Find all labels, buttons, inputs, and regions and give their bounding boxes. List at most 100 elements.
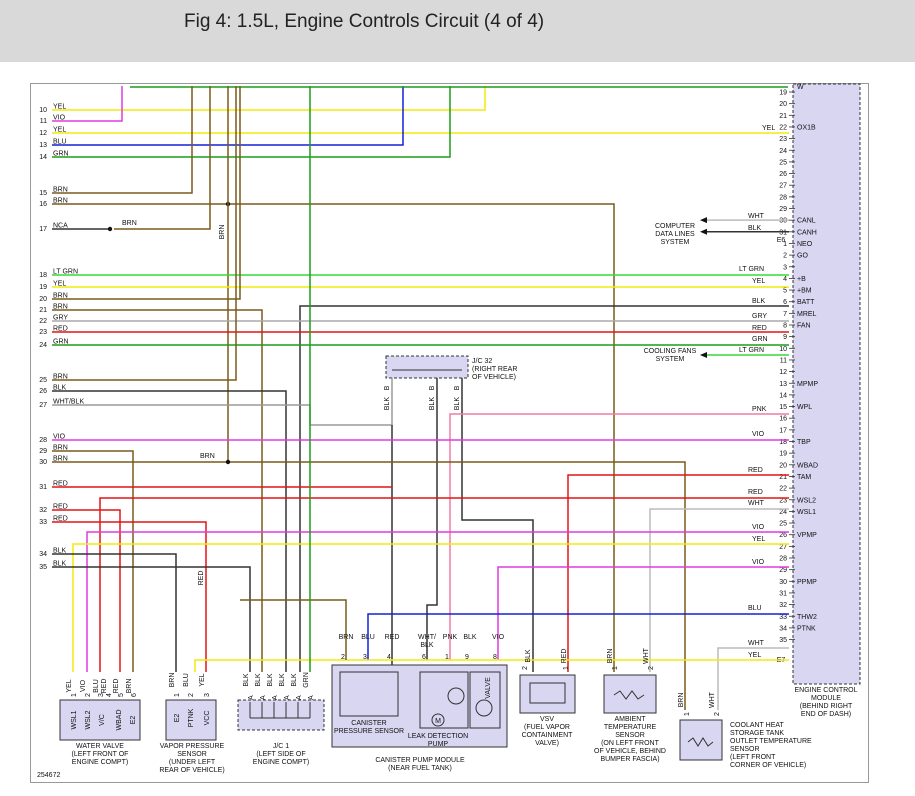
ambient-label: TEMPERATURE	[604, 724, 657, 731]
ecm-pin-number: 26	[779, 532, 787, 539]
wire-mpmp	[449, 413, 789, 660]
wire-label: YEL	[762, 125, 775, 132]
left-wire-label: BRN	[53, 456, 68, 463]
ecm-pin-number: 20	[779, 101, 787, 108]
ecm-pin-number: 13	[779, 381, 787, 388]
ecm-pin-number: 31	[779, 229, 787, 236]
wire-label: BLK	[454, 397, 461, 411]
pin-number: 6	[131, 693, 138, 697]
ecm-pin-number: 25	[779, 159, 787, 166]
left-pin-number: 24	[39, 342, 47, 349]
left-pin-number: 27	[39, 402, 47, 409]
ecm-pin-number: 23	[779, 136, 787, 143]
component-pin-name: WSL2	[85, 710, 92, 729]
vsv-label: (FUEL VAPOR	[524, 724, 570, 731]
wire-label: VIO	[80, 679, 87, 692]
wire-label: RED	[748, 467, 763, 474]
jc1-label: ENGINE COMPT)	[253, 759, 309, 766]
wire-tam	[649, 508, 789, 672]
left-pin-number: 21	[39, 307, 47, 314]
left-wire-label: RED	[53, 326, 68, 333]
component-pin-name: V/C	[99, 714, 106, 726]
pin-number: 5	[118, 693, 125, 697]
component-pin-name: PTNK	[188, 708, 195, 727]
wire-label: WHT/	[418, 634, 436, 641]
wire-ecm-4	[299, 305, 789, 672]
left-pin-number: 31	[39, 484, 47, 491]
ecm-pin-number: 21	[779, 113, 787, 120]
ecm-pin-number: 29	[779, 206, 787, 213]
valve-label: VALVE	[485, 677, 492, 699]
water-valve-box	[59, 699, 141, 741]
ecm-pin-number: 20	[779, 462, 787, 469]
vsv-box	[519, 674, 576, 714]
left-wire-label: YEL	[53, 104, 66, 111]
cooling-fans-label: COOLING FANS	[644, 348, 697, 355]
wire-label: BLU	[93, 679, 100, 693]
wire-label: BLK	[463, 634, 477, 641]
ecm-pin-number: 30	[779, 579, 787, 586]
ambient-label: OF VEHICLE, BEHIND	[594, 748, 666, 755]
wire-label: YEL	[748, 652, 761, 659]
water-valve-label: ENGINE COMPT)	[72, 759, 128, 766]
ecm-label: END OF DASH)	[801, 711, 851, 718]
left-pin-number: 29	[39, 448, 47, 455]
page-title: Fig 4: 1.5L, Engine Controls Circuit (4 …	[184, 11, 545, 32]
ecm-pin-number: 31	[779, 590, 787, 597]
jc32-label: J/C 32	[472, 358, 492, 365]
ecm-pin-number: 18	[779, 439, 787, 446]
ecm-box	[792, 83, 861, 685]
ecm-pin-number: 35	[779, 637, 787, 644]
left-wire-label: VIO	[53, 434, 66, 441]
vapor-pressure-label: SENSOR	[177, 751, 207, 758]
ecm-pin-name: CANL	[797, 218, 816, 225]
ecm-pin-number: 33	[779, 614, 787, 621]
wire-15	[52, 86, 193, 194]
component-pin-name: E2	[174, 714, 181, 723]
wire-label: RED	[752, 325, 767, 332]
left-pin-number: 16	[39, 201, 47, 208]
vapor-pressure-label: VAPOR PRESSURE	[160, 743, 225, 750]
pin-number: 2	[714, 712, 721, 716]
left-pin-number: 10	[39, 107, 47, 114]
left-pin-number: 30	[39, 459, 47, 466]
wire-label: BLK	[384, 397, 391, 411]
jc1-terminal: A	[296, 695, 303, 700]
ecm-pin-number: 4	[783, 276, 787, 283]
wire-wbad	[99, 497, 789, 672]
pin-number: 2	[522, 666, 529, 670]
left-pin-number: 35	[39, 564, 47, 571]
jc1-terminal: A	[272, 695, 279, 700]
wire-14	[52, 86, 451, 158]
ecm-pin-number: 19	[779, 451, 787, 458]
wire-label: BRN	[678, 693, 685, 708]
ecm-pin-name: +B	[797, 276, 806, 283]
wire-label: LT GRN	[739, 266, 764, 273]
vapor-pressure-box	[165, 699, 217, 741]
wire-29	[52, 450, 134, 672]
ecm-pin-number: 28	[779, 556, 787, 563]
left-pin-number: 25	[39, 377, 47, 384]
ecm-pin-number: 30	[779, 218, 787, 225]
ambient-label: (ON LEFT FRONT	[601, 740, 660, 747]
pin-number: 1	[174, 693, 181, 697]
canister-sensor-label: PRESSURE SENSOR	[334, 728, 404, 735]
wire-26	[52, 390, 287, 672]
pin-number: 4	[106, 693, 113, 697]
coolant-label: COOLANT HEAT	[730, 722, 785, 729]
ecm-pin-number: 1	[783, 241, 787, 248]
coolant-label: SENSOR	[730, 746, 760, 753]
thermistor-icon	[687, 737, 714, 747]
left-pin-number: 22	[39, 318, 47, 325]
ecm-pin-name: WSL1	[797, 509, 816, 516]
computer-data-label: DATA LINES	[655, 231, 695, 238]
wire-label: BLU	[748, 605, 762, 612]
pin-number: 8	[493, 654, 497, 661]
left-wire-label: BLK	[53, 561, 67, 568]
wire-label: WHT	[643, 647, 650, 664]
wire-34	[52, 553, 177, 672]
wire-label: BLU	[361, 634, 375, 641]
left-pin-number: 26	[39, 388, 47, 395]
left-pin-number: 33	[39, 519, 47, 526]
